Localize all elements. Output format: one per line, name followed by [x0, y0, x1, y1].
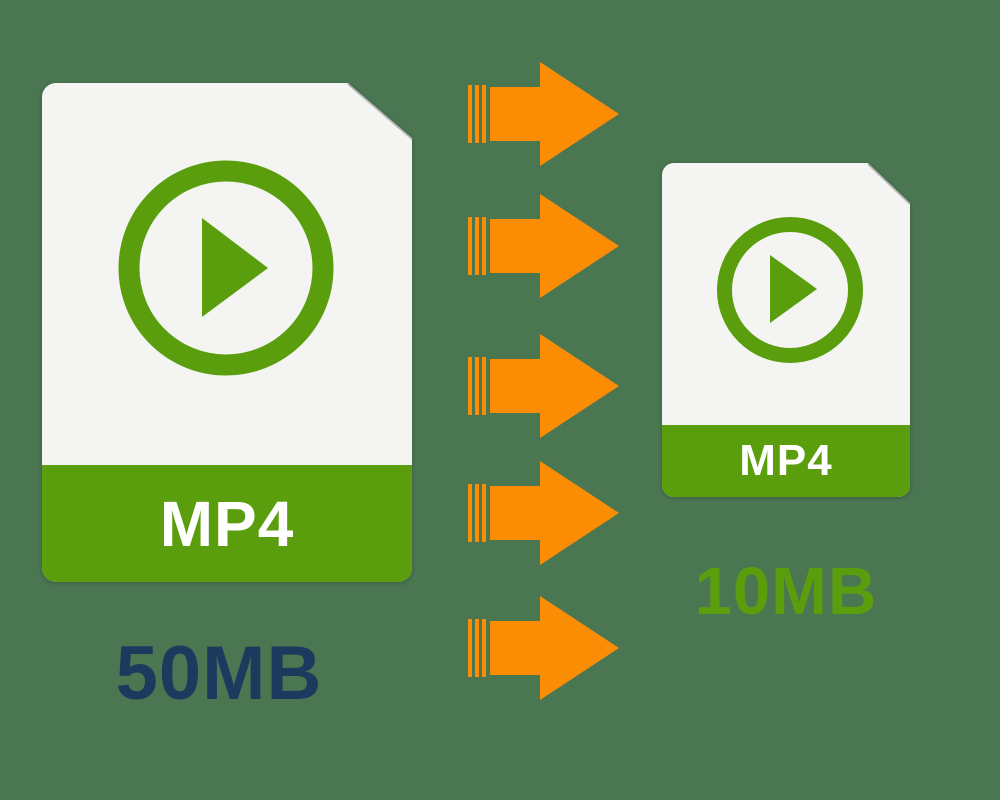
arrow-shaft: [490, 87, 540, 141]
speed-stripe: [482, 85, 486, 143]
arrow-right-icon: [468, 461, 619, 565]
speed-stripe: [482, 357, 486, 415]
compression-arrows: [468, 0, 619, 800]
speed-stripe: [475, 484, 479, 542]
speed-stripe: [475, 217, 479, 275]
arrow-shaft: [490, 359, 540, 413]
speed-stripe: [468, 619, 472, 677]
format-badge: MP4: [662, 425, 910, 497]
speed-stripe: [482, 217, 486, 275]
speed-stripe: [468, 357, 472, 415]
format-label: MP4: [739, 436, 833, 485]
arrow-head: [540, 62, 619, 166]
target-file-icon: MP4: [662, 163, 911, 497]
speed-stripe: [468, 484, 472, 542]
arrow-shaft: [490, 219, 540, 273]
arrow-head: [540, 461, 619, 565]
arrow-right-icon: [468, 194, 619, 298]
target-size-label: 10MB: [694, 554, 878, 629]
arrow-right-icon: [468, 62, 619, 166]
speed-stripe: [468, 217, 472, 275]
arrow-right-icon: [468, 334, 619, 438]
source-file-icon: MP4: [42, 83, 414, 582]
format-badge: MP4: [42, 465, 412, 582]
speed-stripe: [475, 619, 479, 677]
speed-stripe: [482, 619, 486, 677]
play-icon: [717, 217, 863, 363]
play-icon: [118, 160, 334, 376]
arrow-head: [540, 194, 619, 298]
arrow-head: [540, 596, 619, 700]
source-size-label: 50MB: [115, 631, 323, 716]
speed-stripe: [475, 357, 479, 415]
speed-stripe: [482, 484, 486, 542]
speed-stripe: [475, 85, 479, 143]
arrow-shaft: [490, 621, 540, 675]
arrow-shaft: [490, 486, 540, 540]
arrow-right-icon: [468, 596, 619, 700]
format-label: MP4: [159, 487, 295, 560]
arrow-head: [540, 334, 619, 438]
speed-stripe: [468, 85, 472, 143]
